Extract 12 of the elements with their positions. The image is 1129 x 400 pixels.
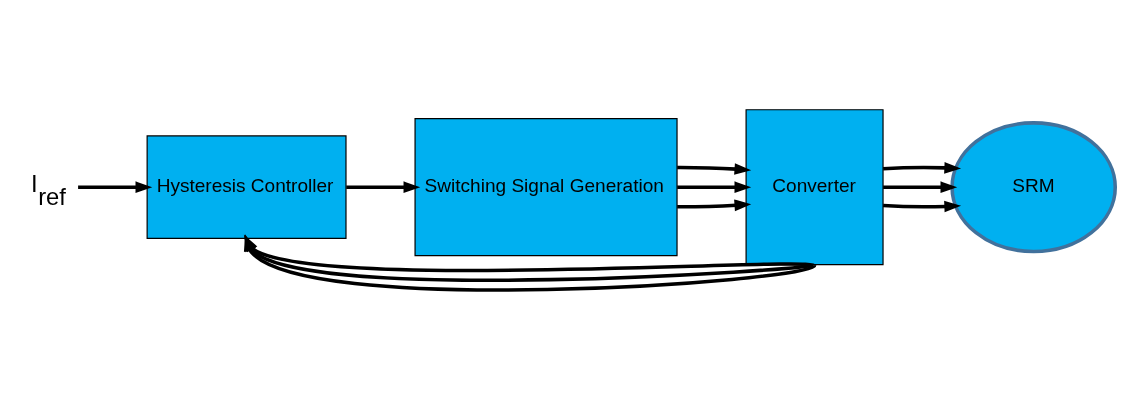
node-box: Hysteresis Controller	[146, 135, 347, 239]
arrow	[346, 181, 421, 193]
node-box: Switching Signal Generation	[414, 118, 678, 257]
node-ellipse: SRM	[950, 121, 1117, 254]
arrow	[883, 161, 962, 174]
arrow	[677, 163, 752, 175]
arrow	[677, 181, 752, 193]
node-box: Converter	[745, 109, 884, 266]
arrow	[78, 181, 153, 193]
arrow	[883, 181, 958, 193]
arrow	[677, 199, 752, 212]
arrow	[883, 200, 962, 213]
